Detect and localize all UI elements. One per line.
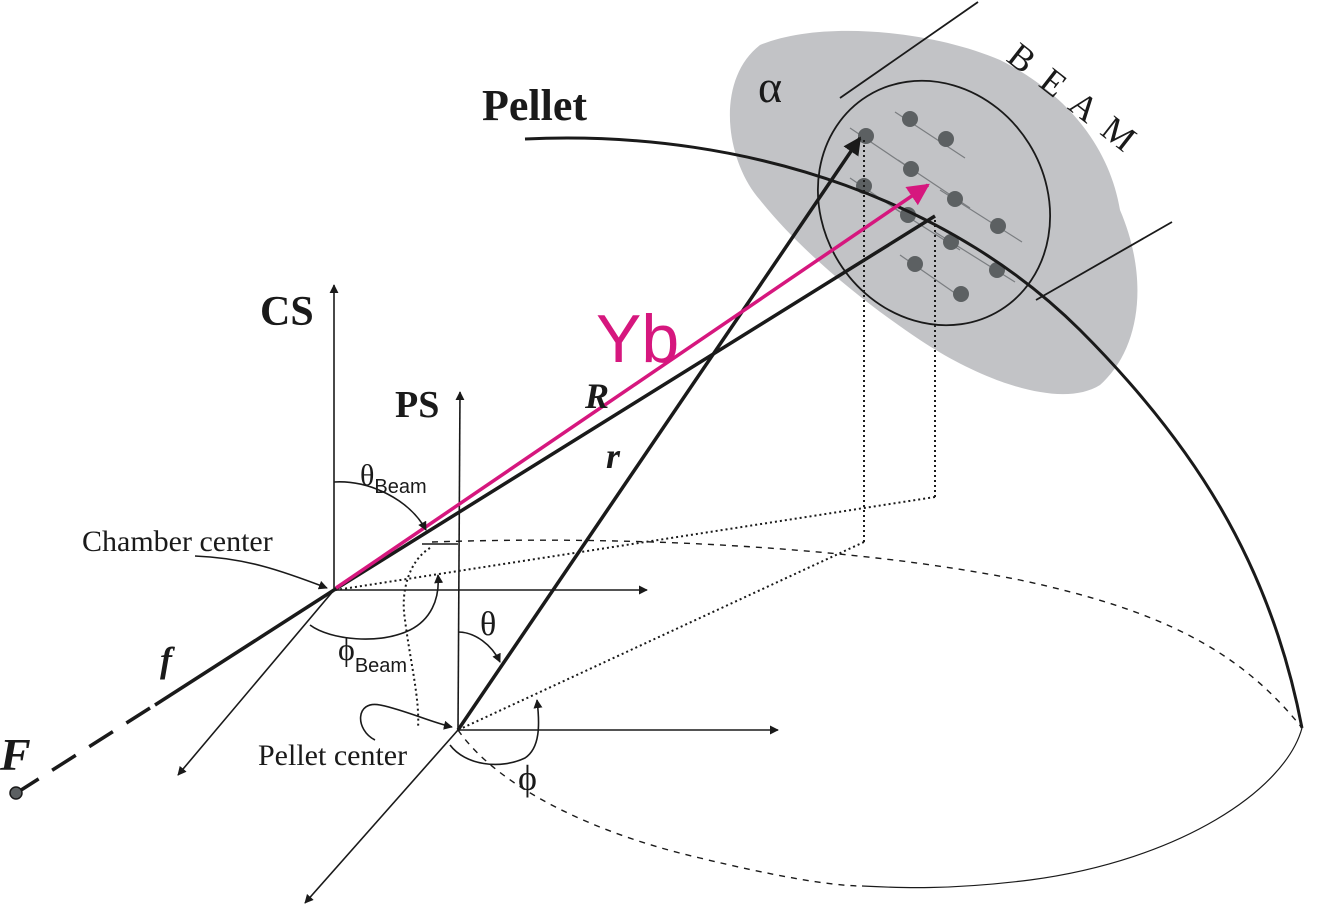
theta-label: θ xyxy=(480,606,496,643)
phi-beam-subscript: Beam xyxy=(355,655,407,677)
theta-beam-subscript: Beam xyxy=(374,476,426,498)
pellet-center-label: Pellet center xyxy=(258,739,407,772)
alpha-label: α xyxy=(758,61,782,112)
beam-dot xyxy=(990,218,1006,234)
ps-label: PS xyxy=(395,384,439,426)
f-dashed-line xyxy=(17,706,151,794)
pellet-center-pointer xyxy=(359,703,453,741)
phi-label: ϕ xyxy=(518,758,537,798)
chamber-center-label: Chamber center xyxy=(82,525,273,558)
chamber-center-pointer xyxy=(194,555,328,590)
phi-arc xyxy=(449,699,543,766)
big-f-label: F xyxy=(0,729,31,780)
beam-dot xyxy=(938,131,954,147)
beam-dot xyxy=(902,111,918,127)
theta-beam-symbol: θ xyxy=(360,459,374,492)
r-big-line xyxy=(333,214,936,592)
ps-depth-axis xyxy=(304,729,459,904)
phi-beam-label: ϕBeam xyxy=(338,631,407,677)
beam-dot xyxy=(858,128,874,144)
yb-vector xyxy=(335,183,930,590)
r-small-vector xyxy=(456,136,862,731)
theta-beam-arc xyxy=(333,481,427,531)
f-label: f xyxy=(160,640,175,680)
f-line xyxy=(154,588,335,707)
theta-arc xyxy=(457,631,501,663)
beam-cloud xyxy=(729,30,1138,395)
phi-beam-symbol: ϕ xyxy=(338,631,355,667)
beam-dot xyxy=(943,234,959,250)
pellet-lower-dashed xyxy=(457,729,863,887)
cs-depth-axis xyxy=(177,589,335,776)
f-point xyxy=(9,786,23,800)
beam-dot xyxy=(903,161,919,177)
theta-beam-label: θBeam xyxy=(360,459,427,498)
ps-vertical-axis xyxy=(455,391,465,731)
beam-dot xyxy=(953,286,969,302)
beam-cylinder xyxy=(816,1,1173,327)
cs-label: CS xyxy=(260,289,314,335)
pellet-label: Pellet xyxy=(482,81,587,130)
phi-beam-arc xyxy=(309,574,444,640)
beam-dot xyxy=(907,256,923,272)
pellet-equator-dashed xyxy=(431,539,1303,729)
pellet-sphere-bottom xyxy=(861,727,1303,889)
yb-label: Yb xyxy=(596,301,679,377)
angle-arcs xyxy=(309,481,543,766)
big-r-label: R xyxy=(584,376,609,416)
pellet-sphere-arc xyxy=(524,136,1304,729)
small-r-label: r xyxy=(606,436,621,476)
beam-dot xyxy=(947,191,963,207)
label-pointers xyxy=(194,555,453,741)
axes xyxy=(177,284,779,904)
beam-particles xyxy=(849,111,1023,302)
